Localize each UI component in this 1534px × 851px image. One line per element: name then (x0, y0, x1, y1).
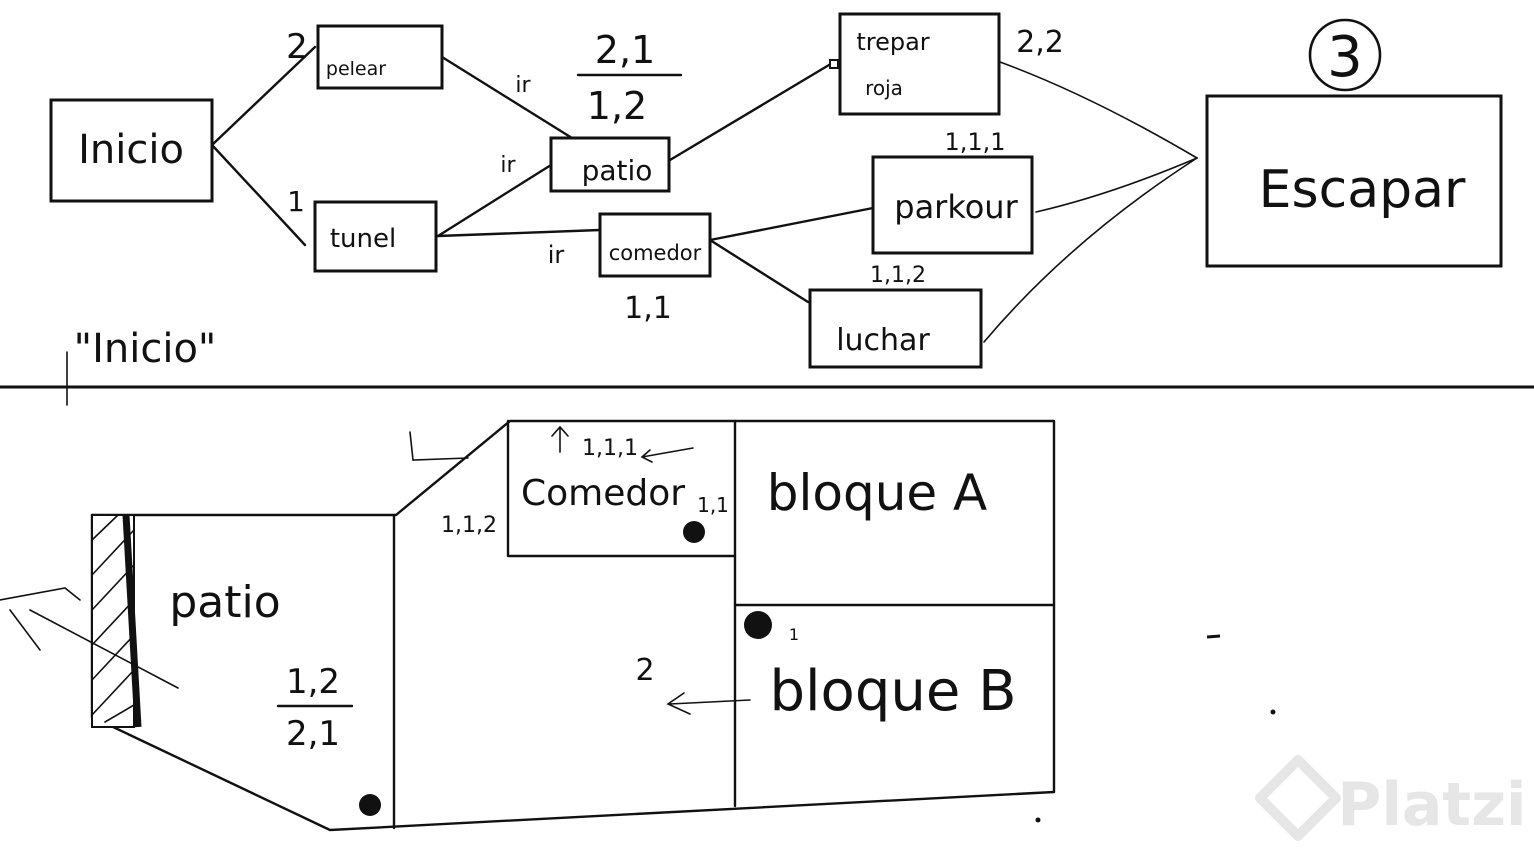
hatched-wall (91, 514, 142, 728)
comedor-value: 1,1 (624, 291, 672, 326)
dot-bloque-b (744, 611, 772, 639)
node-parkour-label: parkour (894, 188, 1018, 226)
inicio-quoted-text: "Inicio" (74, 326, 217, 372)
node-luchar-label: luchar (836, 323, 930, 358)
flow-connectors (210, 45, 1198, 343)
node-patio: patio (549, 136, 671, 193)
stray-dot-2 (1035, 817, 1041, 823)
node-inicio-label: Inicio (78, 127, 184, 173)
node-roja-label: roja (865, 76, 903, 100)
stray-dot-1 (1270, 709, 1276, 715)
inicio-quoted-label: "Inicio" (66, 326, 217, 406)
map-comedor-top-value: 1,1,1 (582, 436, 638, 461)
trepar-value: 2,2 (1016, 25, 1064, 60)
node-inicio: Inicio (49, 98, 214, 203)
map-comedor-label: Comedor (521, 473, 685, 514)
patio-fraction-bottom: 1,2 (587, 84, 647, 128)
node-patio-label: patio (582, 154, 653, 187)
edge-label-ir-tunel: ir (500, 153, 516, 178)
node-escapar-label: Escapar (1259, 160, 1466, 220)
map-patio-label: patio (169, 577, 280, 628)
map-patio-fraction-bottom: 2,1 (286, 714, 340, 754)
map-comedor-left-value: 1,1,2 (441, 513, 497, 538)
platzi-wordmark: Platzi (1337, 770, 1526, 840)
node-luchar: luchar (808, 288, 983, 369)
patio-fraction-top: 2,1 (595, 28, 655, 72)
node-parkour: parkour (871, 155, 1034, 255)
platzi-watermark: Platzi (1255, 755, 1527, 841)
circled-three-number: 3 (1327, 25, 1363, 90)
edge-label-ir-pelear: ir (515, 73, 531, 98)
map-bloque-b-label: bloque B (769, 659, 1016, 724)
node-tunel: tunel (313, 200, 438, 273)
node-comedor-label: comedor (609, 241, 702, 265)
edge-label-ir-comedor: ir (548, 241, 565, 269)
node-trepar-label: trepar (856, 28, 929, 56)
map-comedor-right-value: 1,1 (697, 493, 729, 517)
dot-patio (359, 794, 381, 816)
map-arrow-number: 2 (635, 653, 654, 688)
map-arrows (0, 425, 751, 715)
node-tunel-label: tunel (330, 224, 396, 254)
node-trepar-roja: trepar roja (838, 12, 1001, 116)
platzi-logo-icon (1255, 755, 1341, 841)
map-bloque-a-label: bloque A (767, 464, 988, 522)
parkour-value: 1,1,1 (944, 128, 1005, 156)
circled-three: 3 (1308, 18, 1382, 92)
map-patio-fraction-top: 1,2 (286, 662, 340, 702)
map-bloque-b-small-value: 1 (789, 625, 799, 644)
node-pelear: pelear (316, 24, 444, 90)
edge-label-pelear: 2 (286, 27, 308, 67)
node-pelear-label: pelear (326, 58, 386, 80)
node-escapar: Escapar (1205, 94, 1503, 268)
luchar-value: 1,1,2 (870, 263, 926, 288)
dot-comedor (683, 521, 705, 543)
node-comedor: comedor (598, 212, 712, 278)
map-dots (359, 521, 1276, 823)
stray-mark (1206, 634, 1221, 639)
edge-label-tunel: 1 (287, 185, 305, 218)
